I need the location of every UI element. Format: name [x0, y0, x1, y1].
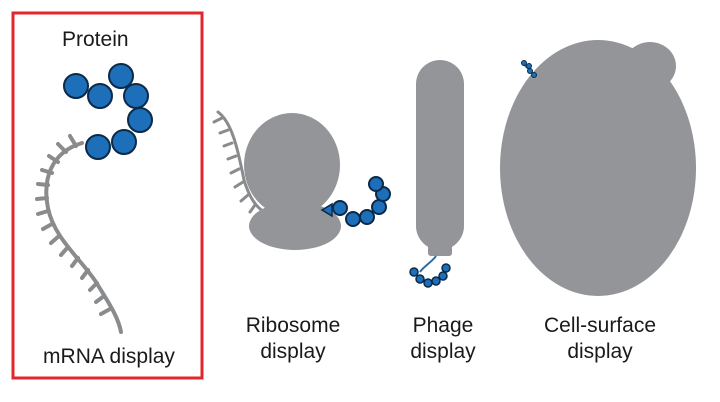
ribosome-label-line1: Ribosome	[245, 314, 341, 337]
phage-label-line1: Phage	[412, 314, 474, 337]
mrna-protein-chain	[63, 63, 153, 160]
cell-body	[500, 40, 696, 296]
mrna-display-label: mRNA display	[43, 345, 175, 368]
cell-main	[500, 40, 696, 296]
mrna-strand	[35, 134, 123, 334]
ribosome-protein-chain	[320, 176, 391, 227]
phage-body	[416, 60, 464, 256]
ribosome-body	[244, 113, 341, 250]
cell-label-line2: display	[567, 340, 633, 363]
cell-label-line1: Cell-surface	[543, 314, 657, 337]
protein-label: Protein	[62, 28, 129, 51]
ribosome-display-label: Ribosome display	[228, 313, 358, 365]
ribosome-small-subunit	[249, 202, 341, 250]
ribosome-large-subunit	[244, 113, 340, 217]
cell-surface-display-label: Cell-surface display	[520, 313, 680, 365]
phage-label-line2: display	[410, 340, 476, 363]
phage-capsid	[416, 60, 464, 250]
phage-protein-chain	[409, 255, 451, 288]
mrna-highlight-box	[11, 11, 204, 380]
phage-display-label: Phage display	[388, 313, 498, 365]
cell-protein-chain	[521, 60, 537, 78]
phage-tail	[428, 240, 452, 256]
ribosome-label-line2: display	[260, 340, 326, 363]
ribosome-strand	[212, 110, 270, 216]
